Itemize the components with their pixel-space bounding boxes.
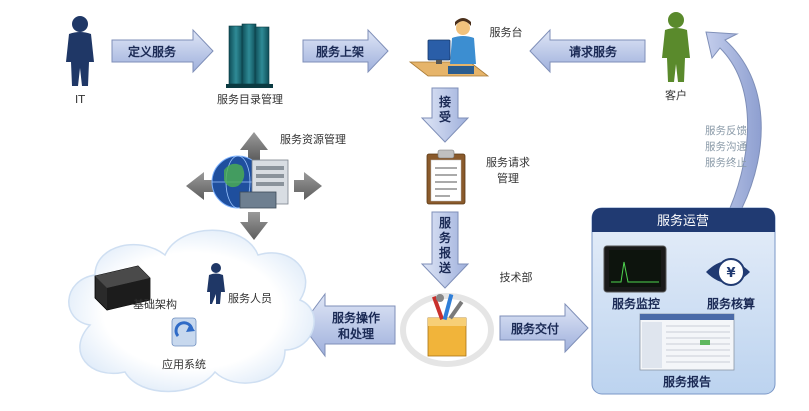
resource-arrows (186, 132, 322, 240)
tech-dept-label: 技术部 (500, 270, 533, 284)
monitor-icon (603, 245, 667, 293)
clipboard-icon (426, 149, 466, 205)
feedback-curved-arrow (705, 31, 762, 209)
operate-label-2: 和处理 (337, 326, 374, 341)
accept-down-arrow: 接 受 (420, 87, 470, 143)
service-desk-label: 服务台 (490, 25, 523, 39)
request-service-label: 请求服务 (569, 44, 618, 59)
dispatch-down-arrow: 服 务 报 送 (420, 211, 470, 289)
panel-title: 服务运营 (657, 213, 709, 229)
service-operation-panel: 服务运营 服务监控 ¥ 服务核算 服务报告 (591, 207, 776, 395)
feedback-line2: 服务沟通 (705, 140, 747, 153)
resource-label: 服务资源管理 (280, 132, 346, 146)
infrastructure-label: 基础架构 (133, 297, 177, 311)
it-label: IT (75, 93, 85, 106)
customer-label: 客户 (665, 88, 687, 102)
service-catalog-books-icon (226, 23, 273, 88)
service-listing-label: 服务上架 (316, 44, 364, 59)
define-service-arrow: 定义服务 (111, 28, 214, 74)
staff-label: 服务人员 (228, 292, 272, 305)
accounting-label: 服务核算 (707, 296, 755, 311)
globe-server-icon (211, 155, 289, 209)
operate-arrow: 服务操作 和处理 (301, 292, 396, 358)
accept-label-2: 受 (439, 109, 451, 124)
dispatch-label-3: 报 (439, 245, 451, 260)
report-icon (639, 313, 735, 371)
define-service-label: 定义服务 (128, 44, 177, 59)
operate-label-1: 服务操作 (332, 310, 380, 325)
svg-text:¥: ¥ (726, 266, 735, 281)
feedback-line3: 服务终止 (705, 156, 747, 169)
delivery-label: 服务交付 (511, 321, 559, 336)
service-listing-arrow: 服务上架 (302, 28, 389, 74)
report-label: 服务报告 (663, 374, 711, 389)
dispatch-label-1: 服 (439, 215, 452, 230)
dispatch-label-2: 务 (439, 230, 452, 245)
request-mgmt-label-2: 管理 (497, 171, 519, 185)
request-service-arrow: 请求服务 (529, 28, 646, 74)
monitor-label: 服务监控 (612, 296, 660, 311)
server-icon (94, 265, 151, 311)
dispatch-label-4: 送 (438, 260, 452, 275)
delivery-arrow: 服务交付 (499, 302, 589, 354)
service-desk-computer-icon (408, 18, 490, 77)
customer-person-icon (662, 12, 690, 82)
app-system-label: 应用系统 (162, 357, 206, 371)
feedback-line1: 服务反馈 (705, 124, 747, 137)
staff-person-icon (207, 263, 225, 304)
request-mgmt-label-1: 服务请求 (486, 156, 530, 169)
app-system-icon (171, 317, 197, 347)
accounting-eye-icon: ¥ (706, 258, 750, 286)
it-person-icon (66, 16, 94, 86)
toolbox-icon (400, 293, 494, 367)
service-catalog-label: 服务目录管理 (217, 92, 283, 106)
accept-label-1: 接 (439, 94, 451, 109)
